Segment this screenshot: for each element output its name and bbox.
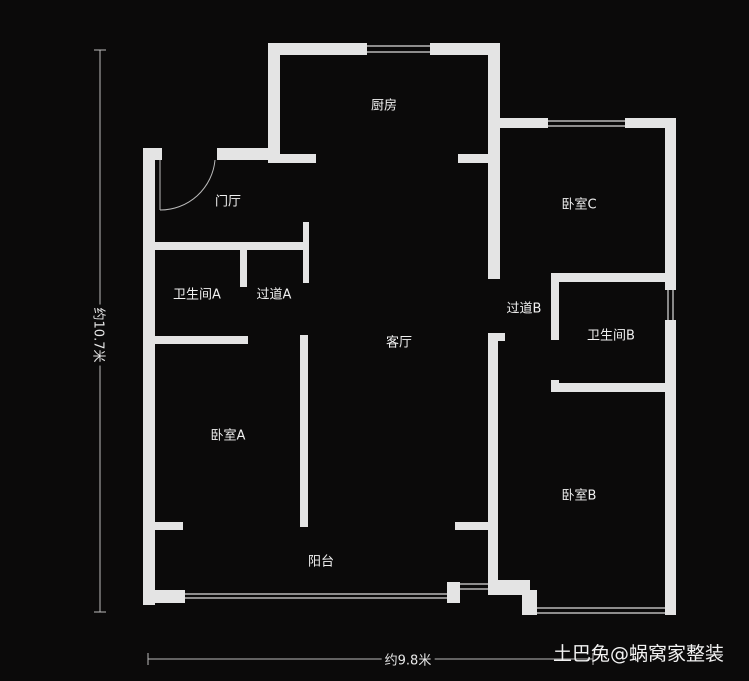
width-dimension-label: 约9.8米 — [381, 649, 435, 669]
room-label-bathroom-a: 卫生间A — [173, 287, 221, 303]
room-label-bedroom-a: 卧室A — [210, 428, 246, 444]
room-label-hallway-b: 过道B — [506, 301, 542, 317]
room-label-hallway-a: 过道A — [256, 287, 292, 303]
height-dimension-label: 约10.7米 — [90, 304, 110, 366]
width-dimension-line — [147, 653, 594, 665]
room-label-kitchen: 厨房 — [370, 98, 398, 114]
room-label-living-room: 客厅 — [385, 335, 413, 351]
room-label-foyer: 门厅 — [214, 194, 242, 210]
room-label-balcony: 阳台 — [307, 554, 335, 570]
room-label-bedroom-c: 卧室C — [561, 197, 597, 213]
watermark: 土巴兔@蜗窝家整装 — [553, 643, 725, 665]
entry-door[interactable] — [159, 159, 216, 211]
windows — [185, 45, 674, 614]
room-label-bedroom-b: 卧室B — [561, 488, 597, 504]
room-label-bathroom-b: 卫生间B — [587, 328, 635, 344]
walls — [143, 43, 676, 615]
